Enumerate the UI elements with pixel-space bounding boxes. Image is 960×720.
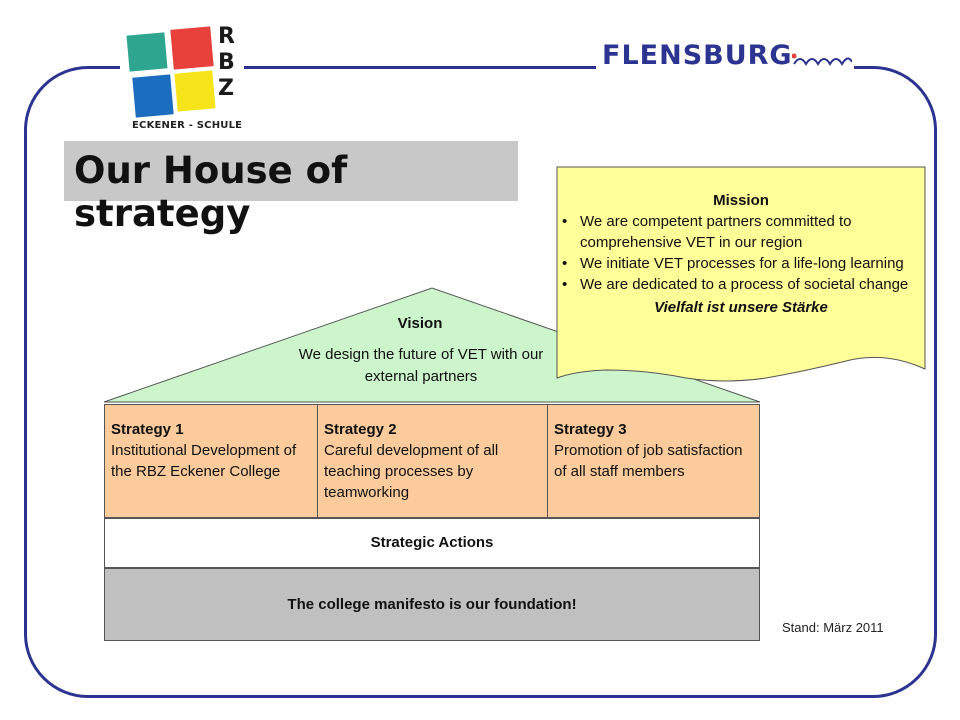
bullet-icon: • bbox=[562, 255, 568, 272]
strategy-1-title: Strategy 1 bbox=[111, 421, 184, 438]
mission-motto: Vielfalt ist unsere Stärke bbox=[654, 299, 828, 316]
title-box: Our House of strategy bbox=[64, 141, 518, 235]
strategy-1: Strategy 1 Institutional Development of … bbox=[104, 404, 318, 518]
flensburg-wordmark: FLENSBURG bbox=[602, 40, 793, 71]
mission-item-text: We are dedicated to a process of societa… bbox=[580, 276, 909, 293]
logo-letter-r: R bbox=[218, 24, 235, 49]
bullet-icon: • bbox=[562, 276, 568, 293]
mission-content: Mission • We are competent partners commi… bbox=[560, 190, 922, 318]
strategy-1-text: Institutional Development of the RBZ Eck… bbox=[111, 442, 297, 480]
foundation: The college manifesto is our foundation! bbox=[104, 568, 760, 641]
mission-list: • We are competent partners committed to … bbox=[560, 211, 922, 295]
logo-letter-z: Z bbox=[218, 76, 234, 101]
strategic-actions: Strategic Actions bbox=[104, 518, 760, 568]
mission-item: • We initiate VET processes for a life-lo… bbox=[562, 253, 922, 274]
mission-item: • We are dedicated to a process of societ… bbox=[562, 274, 922, 295]
mission-item-text: We are competent partners committed to c… bbox=[580, 213, 852, 251]
vision-title: Vision bbox=[397, 315, 443, 332]
mission-note bbox=[556, 166, 926, 382]
bullet-icon: • bbox=[562, 213, 568, 230]
logo-school-name: ECKENER - SCHULE bbox=[132, 120, 243, 131]
vision-text: We design the future of VET with our ext… bbox=[298, 346, 544, 385]
flensburg-logo: FLENSBURG bbox=[596, 38, 854, 72]
mission-title: Mission bbox=[713, 192, 769, 209]
strategy-2-text: Careful development of all teaching proc… bbox=[324, 442, 499, 501]
strategy-3: Strategy 3 Promotion of job satisfaction… bbox=[547, 404, 760, 518]
strategy-2: Strategy 2 Careful development of all te… bbox=[317, 404, 548, 518]
rbz-logo: R B Z ECKENER - SCHULE bbox=[120, 16, 244, 136]
logo-letter-b: B bbox=[218, 50, 235, 75]
date-stamp: Stand: März 2011 bbox=[782, 620, 884, 635]
slide-frame bbox=[24, 66, 937, 698]
mission-item-text: We initiate VET processes for a life-lon… bbox=[580, 255, 904, 272]
mission-item: • We are competent partners committed to … bbox=[562, 211, 922, 253]
page-title: Our House of strategy bbox=[74, 149, 348, 235]
strategy-3-text: Promotion of job satisfaction of all sta… bbox=[554, 442, 743, 480]
wave-icon bbox=[792, 53, 852, 66]
strategy-2-title: Strategy 2 bbox=[324, 421, 397, 438]
strategy-3-title: Strategy 3 bbox=[554, 421, 627, 438]
